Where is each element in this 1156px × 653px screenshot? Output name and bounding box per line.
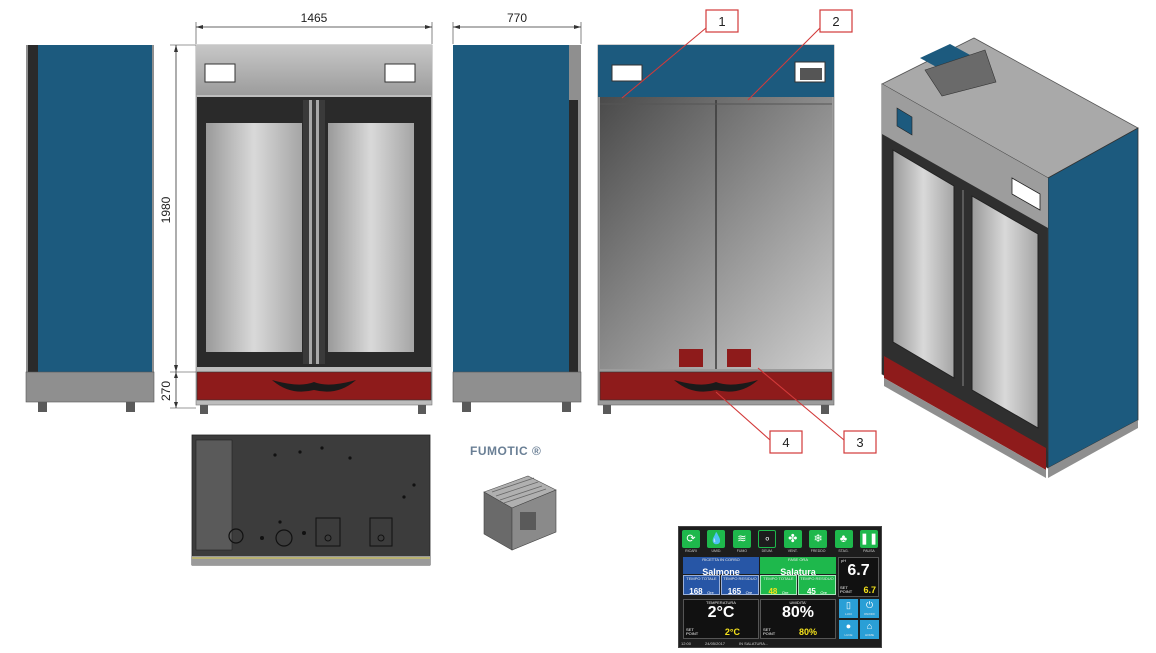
callout-4: 4: [715, 391, 803, 454]
humidity-value: 80%: [781, 604, 815, 621]
control-panel-screen: ⟳RICARI 💧UMID. ≋FUMO ∘DEUM. ✤VENT. ❄FRED…: [678, 526, 882, 648]
ph-value: 6.7: [847, 562, 870, 579]
phase-value: Salatura: [780, 567, 816, 577]
dimension-width: 1465: [195, 11, 433, 44]
home-button[interactable]: ⌂ HOME: [860, 620, 879, 639]
callout-4-label: 4: [782, 435, 789, 450]
humidity-setpoint: 80%: [798, 627, 817, 637]
dimension-label-base: 270: [159, 381, 173, 401]
panel-footer: 12:00 24/05/2017 IN SALATURA...: [681, 641, 879, 647]
bulb-button[interactable]: ● LUCE: [839, 620, 858, 639]
bulb-icon: ●: [845, 621, 852, 631]
callout-3-label: 3: [856, 435, 863, 450]
ph-setpoint: 6.7: [863, 585, 876, 595]
dimension-height-base: 270: [159, 372, 196, 409]
callout-1: 1: [621, 9, 739, 99]
tempo-totale-2: TEMPO TOTALE 48 Ore: [760, 575, 797, 596]
drops-icon: ∘: [758, 530, 777, 548]
home-icon: ⌂: [866, 621, 873, 631]
dimension-label-width: 1465: [301, 11, 328, 25]
fan-button[interactable]: ✤VENT.: [783, 530, 803, 556]
power-icon: ⏻: [865, 600, 874, 610]
side-view-right: [452, 45, 582, 412]
fan-icon: ✤: [783, 530, 802, 548]
phase-block[interactable]: FASE ORA Salatura: [760, 557, 836, 577]
cold-button[interactable]: ❄FREDDO: [808, 530, 828, 556]
fumotic-device: [483, 475, 557, 551]
cycle-button[interactable]: ⟳RICARI: [681, 530, 701, 556]
power-button[interactable]: ⏻ ON/OFF: [860, 599, 879, 618]
front-view: [195, 44, 433, 414]
smoke-button[interactable]: ≋FUMO: [732, 530, 752, 556]
top-view: [191, 434, 431, 566]
temperature-setpoint: 2°C: [724, 627, 740, 637]
recipe-value: Salmone: [702, 567, 740, 577]
product-label: FUMOTIC ®: [470, 444, 542, 458]
side-view-left: [25, 45, 155, 412]
dimension-height-main: 1980: [159, 44, 196, 373]
lights-button[interactable]: ▯ LUCI: [839, 599, 858, 618]
footer-status: IN SALATURA...: [739, 641, 769, 646]
tempo-residuo-2: TEMPO RESIDUO 45 Ore: [798, 575, 836, 596]
dimension-label-height: 1980: [159, 196, 173, 223]
footer-time: 12:00: [681, 641, 692, 646]
aging-button[interactable]: ♣STAG.: [834, 530, 854, 556]
control-panel-icon-row: ⟳RICARI 💧UMID. ≋FUMO ∘DEUM. ✤VENT. ❄FRED…: [681, 530, 879, 556]
dehumidify-button[interactable]: ∘DEUM.: [757, 530, 777, 556]
callout-1-label: 1: [718, 14, 725, 29]
dimension-label-depth: 770: [507, 11, 527, 25]
back-view: [597, 44, 835, 414]
pause-icon: ❚❚: [860, 530, 878, 548]
snowflake-icon: ❄: [809, 530, 828, 548]
humidity-button[interactable]: 💧UMID.: [706, 530, 726, 556]
smoke-icon: ≋: [732, 530, 751, 548]
dimension-depth: 770: [452, 11, 582, 44]
pause-button[interactable]: ❚❚PAUSA: [859, 530, 879, 556]
isometric-view: [881, 37, 1139, 478]
tree-icon: ♣: [834, 530, 853, 548]
tempo-residuo-1: TEMPO RESIDUO 165 Ore: [721, 575, 759, 596]
callout-3: 3: [757, 367, 877, 454]
cycle-icon: ⟳: [682, 530, 700, 548]
tempo-totale-1: TEMPO TOTALE 168 Ore: [683, 575, 720, 596]
door-icon: ▯: [846, 600, 851, 610]
callout-2-label: 2: [832, 14, 839, 29]
footer-date: 24/05/2017: [705, 641, 726, 646]
drop-icon: 💧: [707, 530, 726, 548]
temperature-value: 2°C: [707, 604, 735, 621]
recipe-block[interactable]: RICETTA IN CORSO Salmone: [683, 557, 759, 577]
callout-2: 2: [747, 9, 853, 101]
